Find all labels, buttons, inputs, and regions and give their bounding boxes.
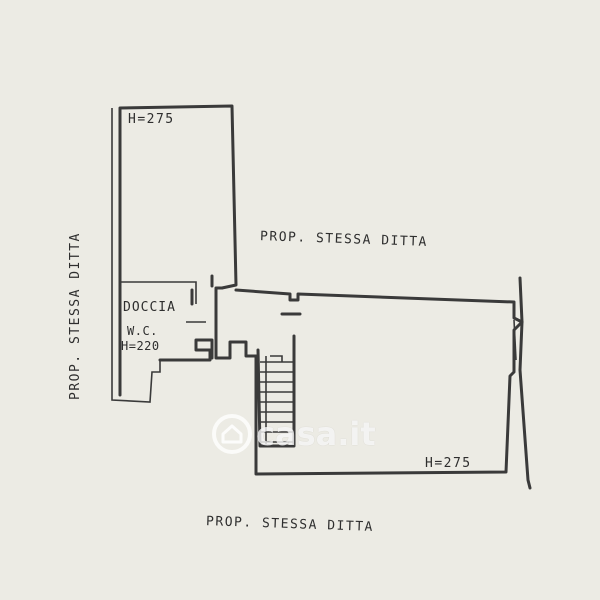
bath-walls: [158, 338, 214, 362]
casa-it-watermark: casa.it: [212, 414, 376, 454]
left-wall-inner: [111, 108, 161, 403]
bath-height-label: H=220: [121, 339, 160, 353]
right-wall-inner: [513, 319, 517, 361]
corridor-left: [214, 286, 258, 360]
bath-name-label: DOCCIA: [123, 300, 176, 315]
main-room-top-wall: [234, 288, 524, 324]
watermark-text: casa.it: [256, 415, 376, 453]
upper-room-bottom: [120, 281, 197, 304]
right-property-line: [518, 276, 532, 490]
bath-wc-label: W.C.: [127, 324, 158, 338]
upper-room-walls: [118, 104, 238, 372]
height-label-upper-room: H=275: [128, 112, 175, 127]
house-icon: [212, 414, 252, 454]
height-label-main-room: H=275: [425, 456, 472, 471]
staircase: [256, 334, 296, 448]
prop-label-left: PROP. STESSA DITTA: [68, 232, 83, 400]
